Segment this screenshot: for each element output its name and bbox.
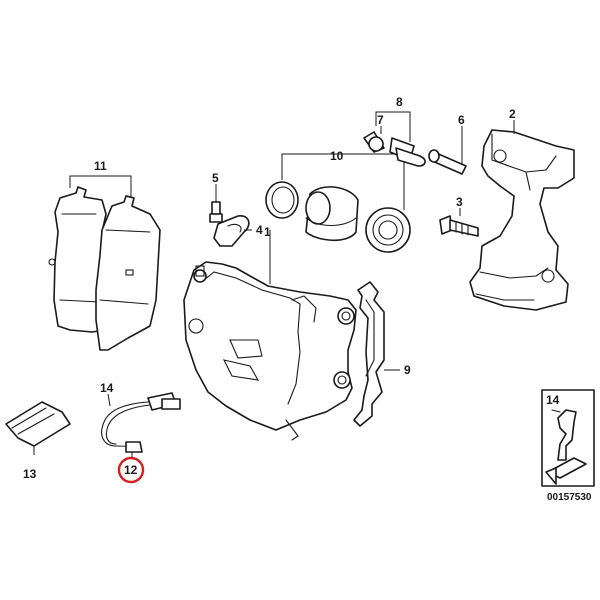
- callout-3: 3: [456, 195, 463, 209]
- brake-pads-part-11: [48, 175, 161, 351]
- guide-bushing-set-part-8: [375, 111, 426, 167]
- caliper-housing-part-1: [183, 230, 357, 441]
- callout-11: 11: [94, 159, 107, 173]
- piston-kit-part-10: [265, 153, 411, 253]
- caliper-carrier-part-2: [469, 120, 575, 311]
- inset-panel: [541, 389, 595, 487]
- bolt-part-3: [439, 208, 479, 237]
- callout-6: 6: [458, 113, 465, 127]
- guide-bushing-part-7: [363, 126, 385, 153]
- callout-13: 13: [23, 467, 37, 481]
- guide-pin-part-6: [428, 126, 467, 175]
- callout-8: 8: [396, 95, 403, 109]
- callout-10: 10: [330, 149, 344, 163]
- callout-7: 7: [377, 113, 384, 127]
- callout-1: 1: [264, 225, 271, 239]
- diagram-reference-number: 00157530: [547, 492, 592, 503]
- grease-packet-part-13: [5, 401, 71, 455]
- callout-9: 9: [404, 363, 411, 377]
- bleeder-screw-part-5: [209, 184, 223, 223]
- spring-clip-part-9: [353, 281, 400, 427]
- callout-12-highlight-ring: [117, 456, 145, 484]
- callout-4: 4: [256, 223, 263, 237]
- callout-14: 14: [100, 381, 114, 395]
- dust-cap-part-4: [213, 215, 252, 247]
- callout-2: 2: [509, 107, 516, 121]
- inset-callout-14: 14: [546, 393, 560, 407]
- callout-12: 12: [124, 463, 138, 477]
- wear-sensor-part-12: [101, 392, 181, 458]
- callout-5: 5: [212, 171, 219, 185]
